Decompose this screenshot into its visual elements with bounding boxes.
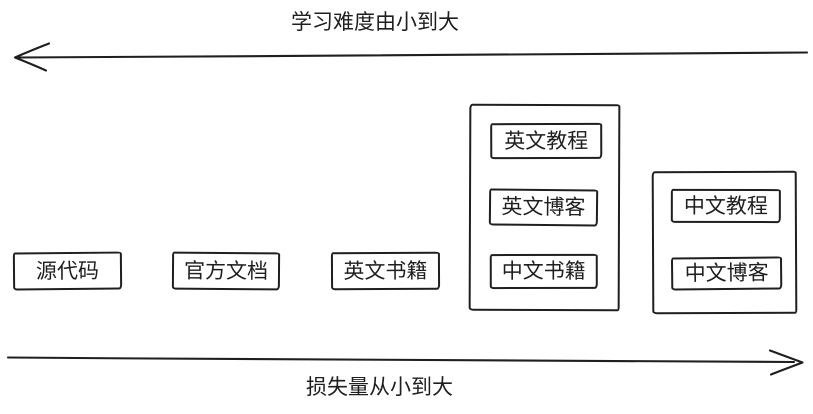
box-english-books: 英文书籍 [330, 251, 441, 291]
box-official-docs: 官方文档 [171, 251, 281, 291]
box-chinese-tutorials-label: 中文教程 [683, 194, 768, 218]
loss-axis-label: 损失量从小到大 [306, 376, 453, 399]
box-source-code: 源代码 [12, 251, 123, 291]
box-chinese-books: 中文书籍 [489, 253, 598, 290]
box-chinese-books-label: 中文书籍 [501, 259, 586, 284]
group-chinese-resources: 中文教程 中文博客 [651, 170, 798, 315]
difficulty-arrow-head-left [13, 42, 51, 72]
box-english-books-label: 英文书籍 [343, 259, 428, 283]
box-chinese-blogs: 中文博客 [670, 256, 783, 291]
box-chinese-blogs-label: 中文博客 [684, 261, 769, 286]
box-english-blogs-label: 英文博客 [501, 195, 586, 220]
group-english-resources: 英文教程 英文博客 中文书籍 [468, 103, 621, 312]
difficulty-axis-label: 学习难度由小到大 [291, 11, 459, 34]
box-english-tutorials-label: 英文教程 [504, 129, 589, 153]
box-english-tutorials: 英文教程 [490, 122, 603, 160]
box-chinese-tutorials: 中文教程 [670, 188, 781, 224]
box-source-code-label: 源代码 [35, 259, 100, 283]
box-official-docs-label: 官方文档 [183, 259, 269, 283]
box-english-blogs: 英文博客 [488, 188, 599, 227]
loss-arrow-head-right [768, 349, 804, 376]
loss-arrow-shaft [6, 356, 796, 364]
difficulty-arrow-shaft [15, 51, 809, 59]
